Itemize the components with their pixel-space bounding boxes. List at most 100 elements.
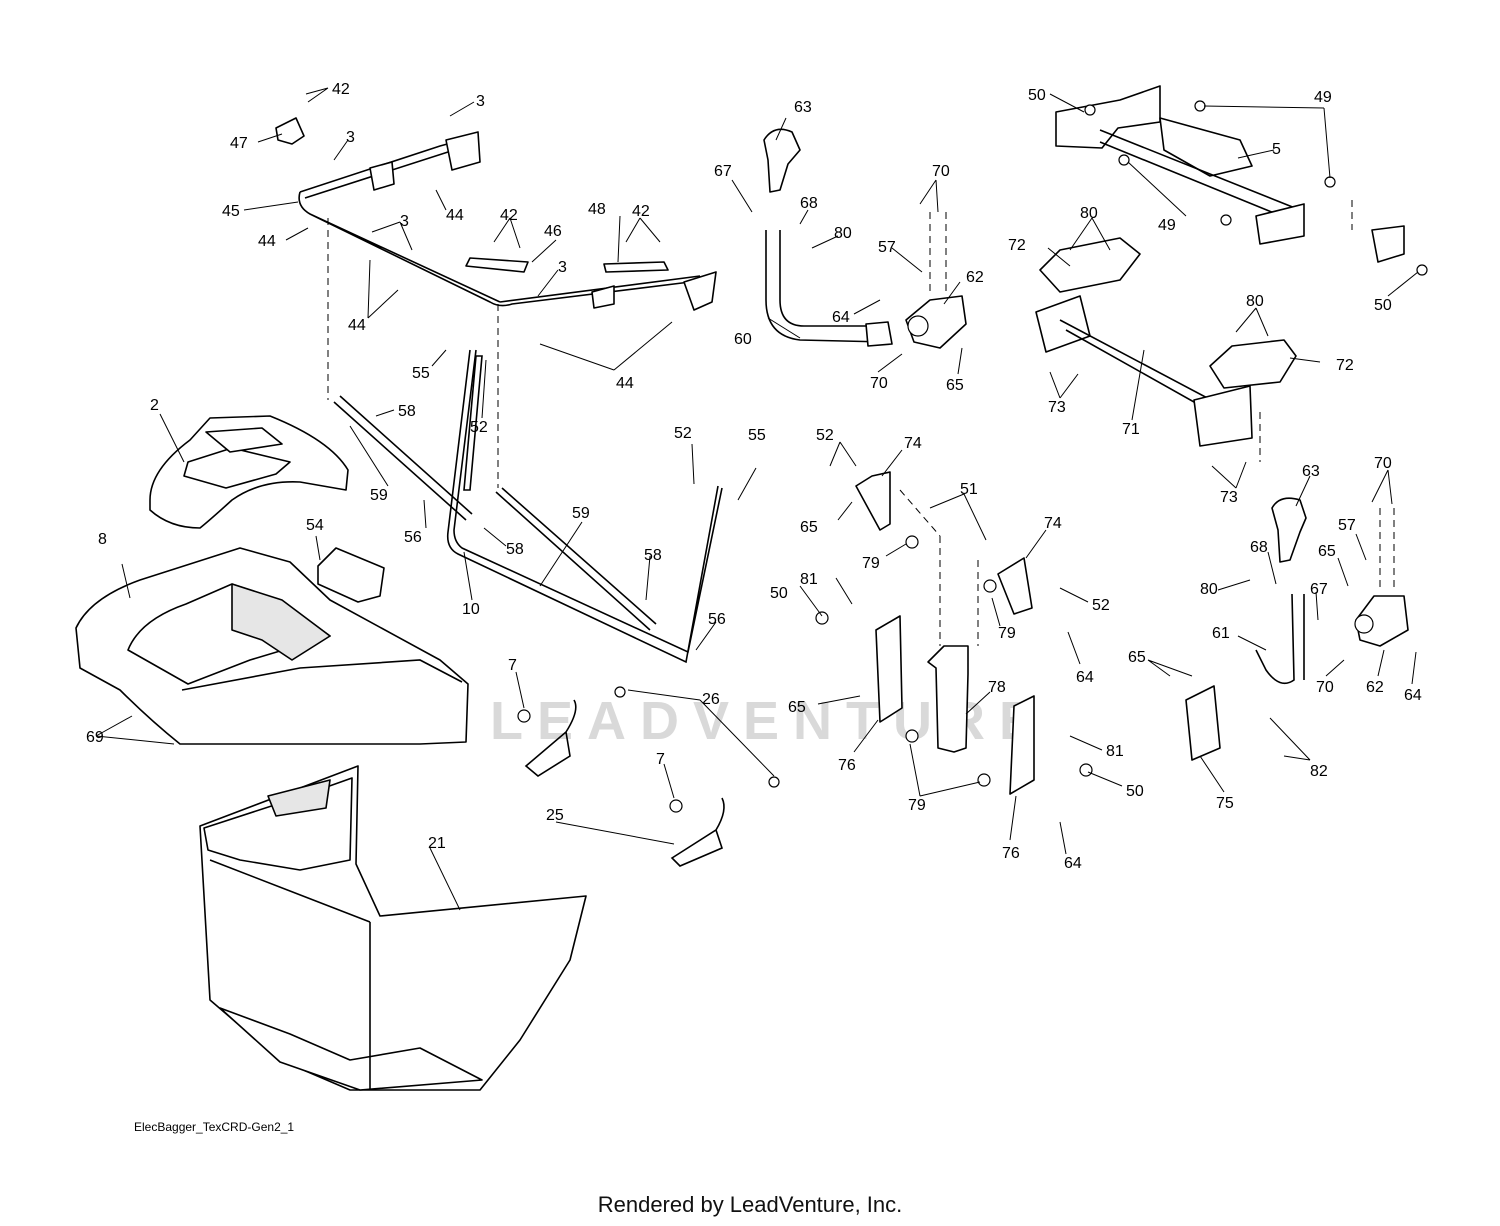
callout: 74 bbox=[904, 435, 922, 452]
callout: 72 bbox=[1336, 357, 1354, 374]
callout: 3 bbox=[346, 129, 355, 146]
callout: 21 bbox=[428, 835, 446, 852]
callout: 74 bbox=[1044, 515, 1062, 532]
mount-5 bbox=[1055, 85, 1161, 149]
callout: 65 bbox=[1128, 649, 1146, 666]
callout: 64 bbox=[1076, 669, 1094, 686]
callout: 52 bbox=[1092, 597, 1110, 614]
lift-arm-60 bbox=[765, 230, 888, 343]
callout: 79 bbox=[908, 797, 926, 814]
rod-59-upper bbox=[333, 395, 473, 521]
callout: 47 bbox=[230, 135, 248, 152]
bagger-frame-45 bbox=[298, 131, 717, 311]
bracket-48 bbox=[603, 261, 669, 273]
callout: 70 bbox=[1374, 455, 1392, 472]
callout: 26 bbox=[702, 691, 720, 708]
callout: 65 bbox=[800, 519, 818, 536]
callout: 42 bbox=[500, 207, 518, 224]
callout: 8 bbox=[98, 531, 107, 548]
callout: 44 bbox=[446, 207, 464, 224]
callout: 50 bbox=[1374, 297, 1392, 314]
bracket-75 bbox=[1185, 685, 1221, 761]
callout: 48 bbox=[588, 201, 606, 218]
lift-arm-61 bbox=[1255, 593, 1305, 685]
callout: 7 bbox=[656, 751, 665, 768]
callout: 52 bbox=[674, 425, 692, 442]
callout: 80 bbox=[1200, 581, 1218, 598]
callout: 58 bbox=[644, 547, 662, 564]
callout: 56 bbox=[708, 611, 726, 628]
callout: 50 bbox=[770, 585, 788, 602]
callout: 5 bbox=[1272, 141, 1281, 158]
handle-grip-63 bbox=[763, 128, 801, 193]
callout: 81 bbox=[1106, 743, 1124, 760]
callout: 57 bbox=[878, 239, 896, 256]
rod-59-lower bbox=[495, 487, 657, 631]
actuator-78 bbox=[927, 645, 969, 753]
callout: 54 bbox=[306, 517, 324, 534]
callout: 42 bbox=[632, 203, 650, 220]
latch-25-lower bbox=[670, 797, 725, 867]
callout: 65 bbox=[788, 699, 806, 716]
callout: 56 bbox=[404, 529, 422, 546]
callout: 51 bbox=[960, 481, 978, 498]
callout: 2 bbox=[150, 397, 159, 414]
callout: 49 bbox=[1158, 217, 1176, 234]
callout: 69 bbox=[86, 729, 104, 746]
callout: 44 bbox=[258, 233, 276, 250]
callout: 7 bbox=[508, 657, 517, 674]
callout: 64 bbox=[1404, 687, 1422, 704]
callout: 76 bbox=[1002, 845, 1020, 862]
callout: 67 bbox=[714, 163, 732, 180]
callout: 67 bbox=[1310, 581, 1328, 598]
callout: 60 bbox=[734, 331, 752, 348]
bracket-72-upper bbox=[1039, 237, 1141, 293]
callout: 62 bbox=[966, 269, 984, 286]
callout: 52 bbox=[816, 427, 834, 444]
callout-labels: 42 47 3 3 45 44 44 3 44 42 46 48 42 3 44… bbox=[86, 81, 1422, 872]
bracket-72-lower bbox=[1209, 339, 1297, 389]
callout: 50 bbox=[1126, 783, 1144, 800]
callout: 57 bbox=[1338, 517, 1356, 534]
callout: 50 bbox=[1028, 87, 1046, 104]
callout: 10 bbox=[462, 601, 480, 618]
callout: 80 bbox=[1246, 293, 1264, 310]
callout: 62 bbox=[1366, 679, 1384, 696]
callout: 64 bbox=[832, 309, 850, 326]
callout: 80 bbox=[834, 225, 852, 242]
callout: 79 bbox=[862, 555, 880, 572]
bracket-74-right bbox=[997, 557, 1033, 615]
callout: 73 bbox=[1048, 399, 1066, 416]
callout: 65 bbox=[946, 377, 964, 394]
callout: 80 bbox=[1080, 205, 1098, 222]
callout: 68 bbox=[800, 195, 818, 212]
callout: 42 bbox=[332, 81, 350, 98]
bracket-76-right bbox=[1009, 695, 1035, 795]
callout: 64 bbox=[1064, 855, 1082, 872]
rod-10 bbox=[446, 349, 723, 664]
footer-credit: Rendered by LeadVenture, Inc. bbox=[597, 1192, 903, 1217]
callout: 63 bbox=[1302, 463, 1320, 480]
callout: 72 bbox=[1008, 237, 1026, 254]
callout: 81 bbox=[800, 571, 818, 588]
callout: 58 bbox=[506, 541, 524, 558]
bracket-47 bbox=[275, 117, 305, 145]
callout: 44 bbox=[616, 375, 634, 392]
callout: 79 bbox=[998, 625, 1016, 642]
callout: 76 bbox=[838, 757, 856, 774]
callout: 25 bbox=[546, 807, 564, 824]
callout: 3 bbox=[476, 93, 485, 110]
drawing-id: ElecBagger_TexCRD-Gen2_1 bbox=[134, 1120, 295, 1134]
callout: 3 bbox=[400, 213, 409, 230]
pivot-62-right bbox=[1355, 595, 1409, 647]
callout: 68 bbox=[1250, 539, 1268, 556]
callout: 63 bbox=[794, 99, 812, 116]
callout: 59 bbox=[572, 505, 590, 522]
callout: 55 bbox=[748, 427, 766, 444]
callout: 70 bbox=[1316, 679, 1334, 696]
callout: 58 bbox=[398, 403, 416, 420]
bracket-74-left bbox=[855, 471, 891, 531]
callout: 52 bbox=[470, 419, 488, 436]
callout: 55 bbox=[412, 365, 430, 382]
